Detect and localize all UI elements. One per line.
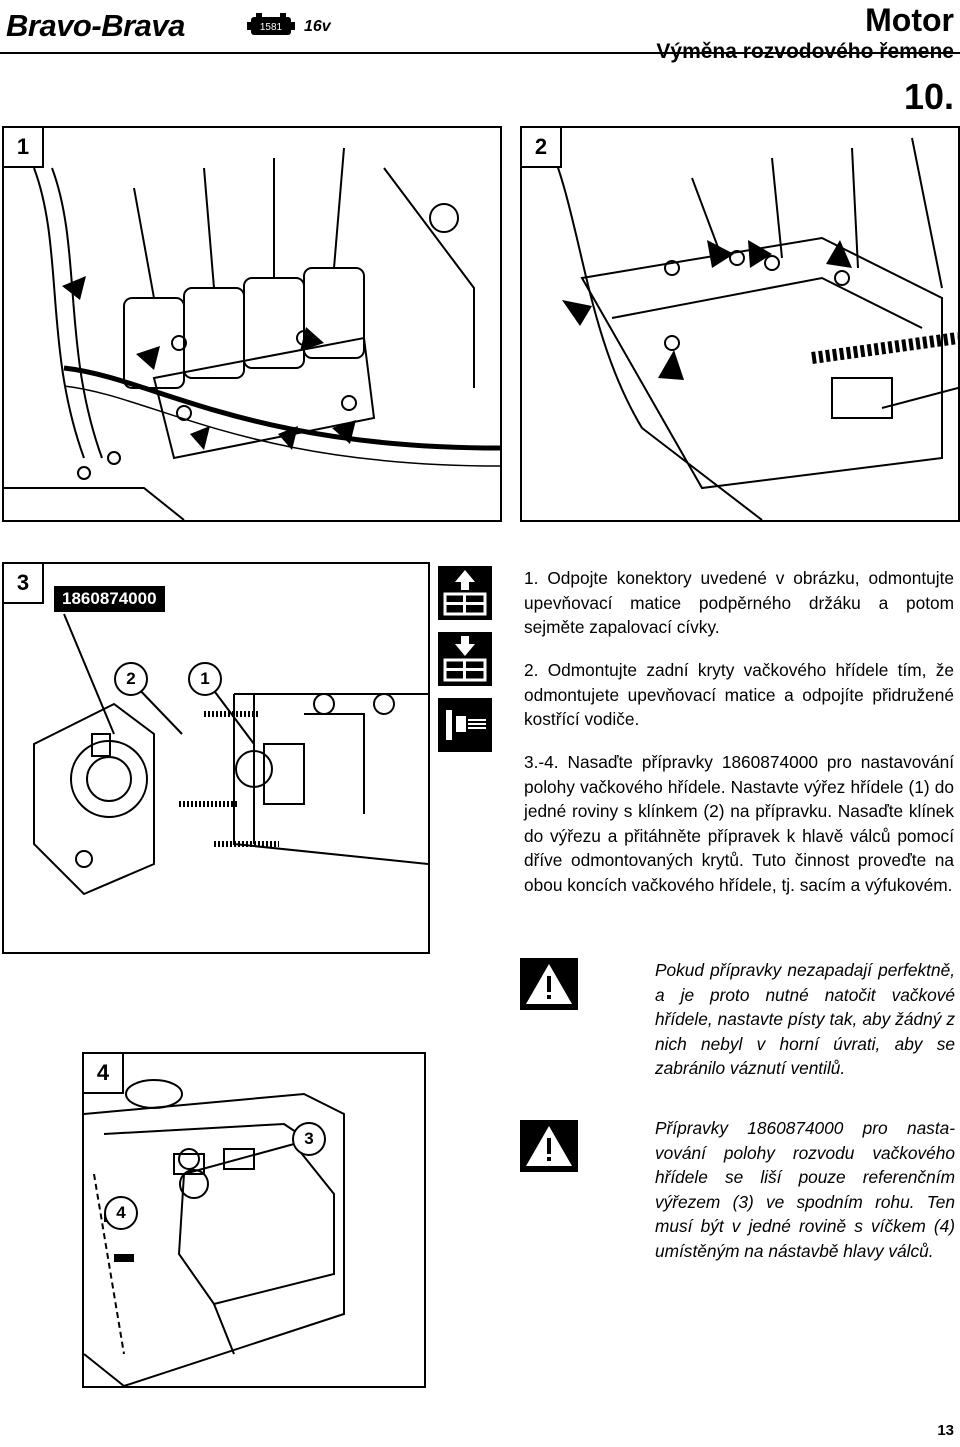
install-icon	[438, 632, 492, 686]
adjust-icon	[438, 698, 492, 752]
brand-title: Bravo-Brava	[6, 8, 185, 43]
chapter-title: Motor	[865, 2, 954, 38]
warning-note-1: Pokud přípravky nezapadají per­fektně, a…	[655, 960, 955, 1078]
step-1: 1. Odpojte konektory uvedené v obrázku, …	[524, 568, 954, 637]
camshaft-cover-illustration	[541, 128, 958, 520]
callout-1: 1	[188, 662, 222, 696]
warning-icon	[520, 1120, 578, 1172]
engine-coil-illustration	[4, 147, 500, 520]
engine-code: 1581	[260, 22, 283, 33]
step-2: 2. Odmontujte zadní kryty vačkového hříd…	[524, 660, 954, 729]
figure-number: 3	[4, 564, 44, 604]
engine-icon: 1581	[246, 12, 296, 40]
figure-3: 3 1860874000 2 1	[2, 562, 430, 954]
tool-code-label: 1860874000	[54, 586, 165, 612]
header-divider	[0, 52, 960, 54]
remove-icon	[438, 566, 492, 620]
page-subtitle: Výměna rozvodového řemene	[656, 40, 954, 63]
warning-note-2: Přípravky 1860874000 pro nasta­vování po…	[655, 1118, 955, 1261]
engine-variant: 16v	[304, 18, 331, 35]
timing-tool-illustration	[33, 613, 428, 896]
callout-2: 2	[114, 662, 148, 696]
callout-4: 4	[104, 1196, 138, 1230]
section-number: 10.	[903, 76, 954, 117]
figure-number: 2	[522, 128, 562, 168]
figure-number: 4	[84, 1054, 124, 1094]
figure-1: 1	[2, 126, 502, 522]
figure-4: 4 3 4	[82, 1052, 426, 1388]
warning-icon	[520, 958, 578, 1010]
step-3-4: 3.-4. Nasaďte přípravky 1860874000 pro n…	[524, 752, 954, 895]
callout-3: 3	[292, 1122, 326, 1156]
figure-2: 2	[520, 126, 960, 522]
page-number: 13	[937, 1422, 954, 1439]
figure-number: 1	[4, 128, 44, 168]
